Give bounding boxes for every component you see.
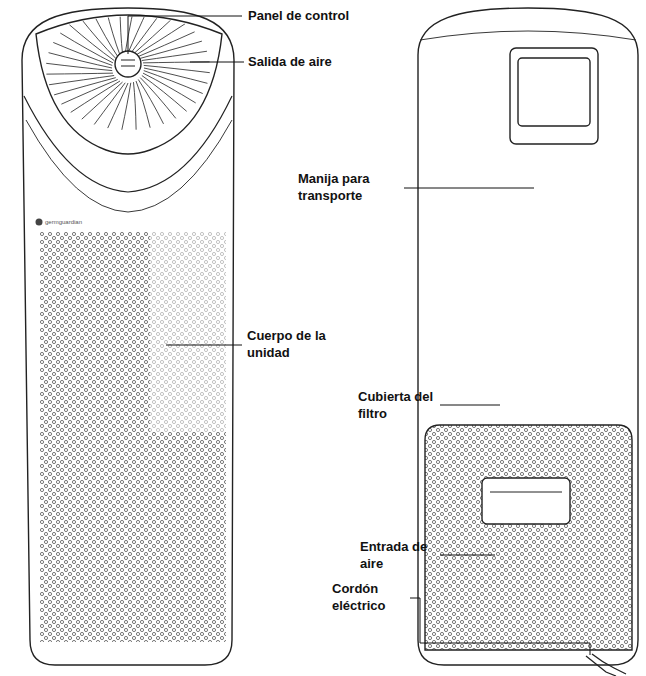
part-label: Cordón eléctrico xyxy=(332,580,408,614)
leader-line xyxy=(128,16,242,54)
part-label: Entrada de aire xyxy=(360,538,438,572)
part-label: Cubierta del filtro xyxy=(358,388,438,422)
leader-line xyxy=(166,345,242,346)
leader-line xyxy=(410,598,590,655)
brand-logo: germguardian xyxy=(45,219,105,226)
part-label: Panel de control xyxy=(248,7,378,24)
part-label: Manija para transporte xyxy=(298,170,398,204)
leader-line xyxy=(440,405,500,406)
part-label: Salida de aire xyxy=(248,53,378,70)
front-view xyxy=(22,6,234,665)
rear-view xyxy=(418,8,638,676)
part-label: Cuerpo de la unidad xyxy=(247,327,347,361)
leader-line xyxy=(440,555,495,556)
leader-line xyxy=(404,188,534,189)
leader-line xyxy=(190,62,244,63)
leader-lines xyxy=(128,16,590,655)
